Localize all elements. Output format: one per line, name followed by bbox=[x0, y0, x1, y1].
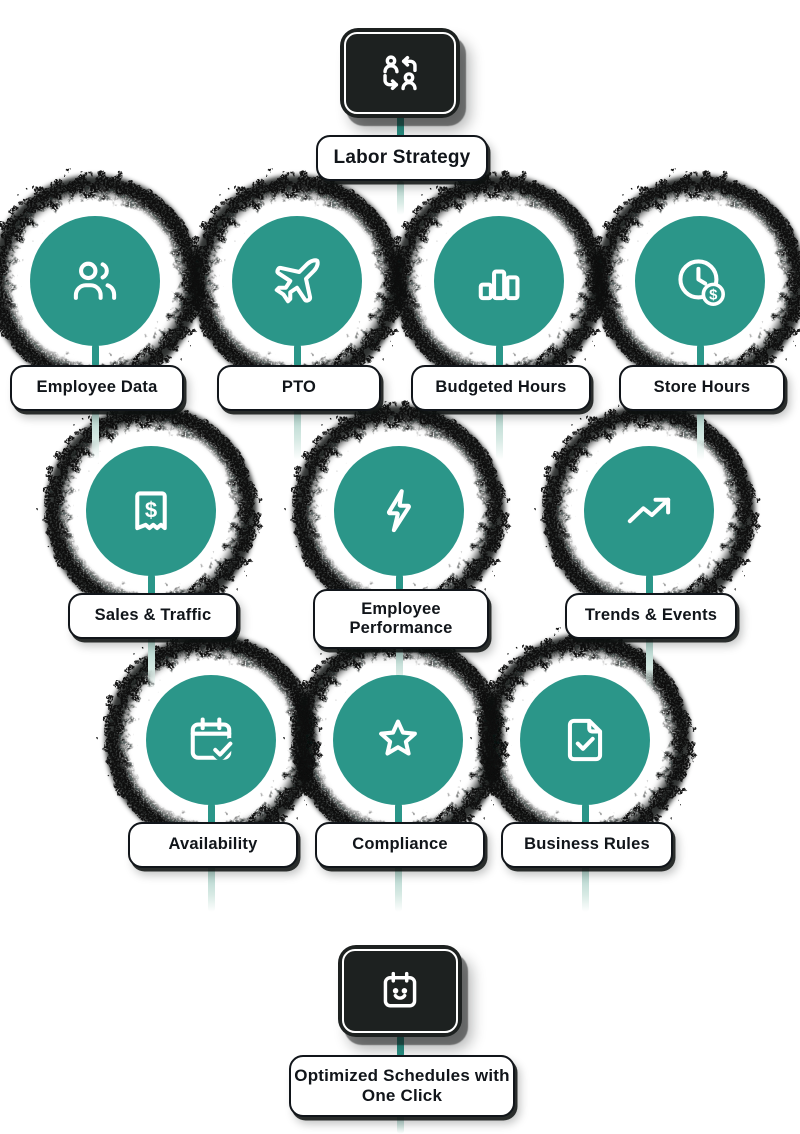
clock-dollar-icon: $ bbox=[678, 259, 725, 306]
lightning-icon bbox=[386, 489, 411, 533]
label-text: Availability bbox=[168, 835, 258, 854]
budgeted-hours-label: Budgeted Hours bbox=[411, 365, 591, 411]
connector bbox=[293, 344, 301, 367]
compliance-label: Compliance bbox=[315, 822, 485, 868]
svg-text:$: $ bbox=[709, 287, 718, 303]
connector-fade bbox=[696, 406, 704, 460]
label-text: Employee Performance bbox=[349, 599, 453, 637]
users-icon bbox=[73, 261, 117, 300]
employee-performance-circle bbox=[334, 446, 464, 576]
availability-circle bbox=[146, 675, 276, 805]
budgeted-hours-circle bbox=[434, 216, 564, 346]
label-text: Labor Strategy bbox=[333, 146, 471, 168]
store-hours-circle: $ bbox=[635, 216, 765, 346]
connector-fade bbox=[293, 406, 301, 460]
connector-fade bbox=[91, 406, 99, 460]
connector-fade bbox=[394, 866, 402, 912]
labor-strategy-label: Labor Strategy bbox=[316, 135, 488, 181]
trends-events-label: Trends & Events bbox=[565, 593, 737, 639]
connector-fade bbox=[581, 866, 589, 912]
connector bbox=[91, 344, 99, 367]
connector bbox=[696, 344, 704, 367]
label-text: Compliance bbox=[352, 835, 448, 854]
connector-fade bbox=[396, 181, 404, 215]
label-text: Trends & Events bbox=[584, 606, 718, 625]
sales-traffic-label: Sales & Traffic bbox=[68, 593, 238, 639]
label-text: Optimized Schedules with One Click bbox=[294, 1065, 510, 1105]
availability-label: Availability bbox=[128, 822, 298, 868]
connector-fade bbox=[396, 1115, 404, 1134]
connector-fade bbox=[645, 637, 653, 689]
pto-circle bbox=[232, 216, 362, 346]
label-text: Sales & Traffic bbox=[94, 606, 212, 625]
connector bbox=[396, 1035, 404, 1057]
bar-chart-icon bbox=[478, 269, 520, 301]
compliance-circle bbox=[333, 675, 463, 805]
labor-strategy-node bbox=[340, 28, 460, 118]
star-icon bbox=[379, 719, 417, 756]
connector-fade bbox=[207, 866, 215, 912]
label-text: Business Rules bbox=[524, 835, 650, 854]
pto-label: PTO bbox=[217, 365, 381, 411]
employee-performance-label: Employee Performance bbox=[313, 589, 489, 649]
label-text: PTO bbox=[281, 378, 317, 397]
employee-data-label: Employee Data bbox=[10, 365, 184, 411]
connector-fade bbox=[147, 637, 155, 689]
connector bbox=[396, 115, 404, 138]
connector bbox=[495, 344, 503, 367]
business-rules-circle bbox=[520, 675, 650, 805]
calendar-check-icon bbox=[190, 717, 236, 761]
trend-up-icon bbox=[627, 497, 671, 524]
store-hours-label: Store Hours bbox=[619, 365, 785, 411]
label-text: Store Hours bbox=[653, 378, 751, 397]
optimized-schedules-label: Optimized Schedules with One Click bbox=[289, 1055, 515, 1117]
label-text: Employee Data bbox=[36, 378, 158, 397]
trends-events-circle bbox=[584, 446, 714, 576]
optimized-schedules-node bbox=[338, 945, 462, 1037]
svg-text:$: $ bbox=[145, 498, 157, 523]
sales-traffic-circle: $ bbox=[86, 446, 216, 576]
people-swap-icon bbox=[383, 55, 417, 91]
label-text: Budgeted Hours bbox=[435, 378, 567, 397]
calendar-smile-icon bbox=[383, 971, 417, 1008]
document-check-icon bbox=[567, 718, 603, 762]
airplane-icon bbox=[274, 258, 320, 304]
receipt-dollar-icon: $ bbox=[135, 491, 167, 531]
business-rules-label: Business Rules bbox=[501, 822, 673, 868]
employee-data-circle bbox=[30, 216, 160, 346]
connector-fade bbox=[495, 406, 503, 460]
